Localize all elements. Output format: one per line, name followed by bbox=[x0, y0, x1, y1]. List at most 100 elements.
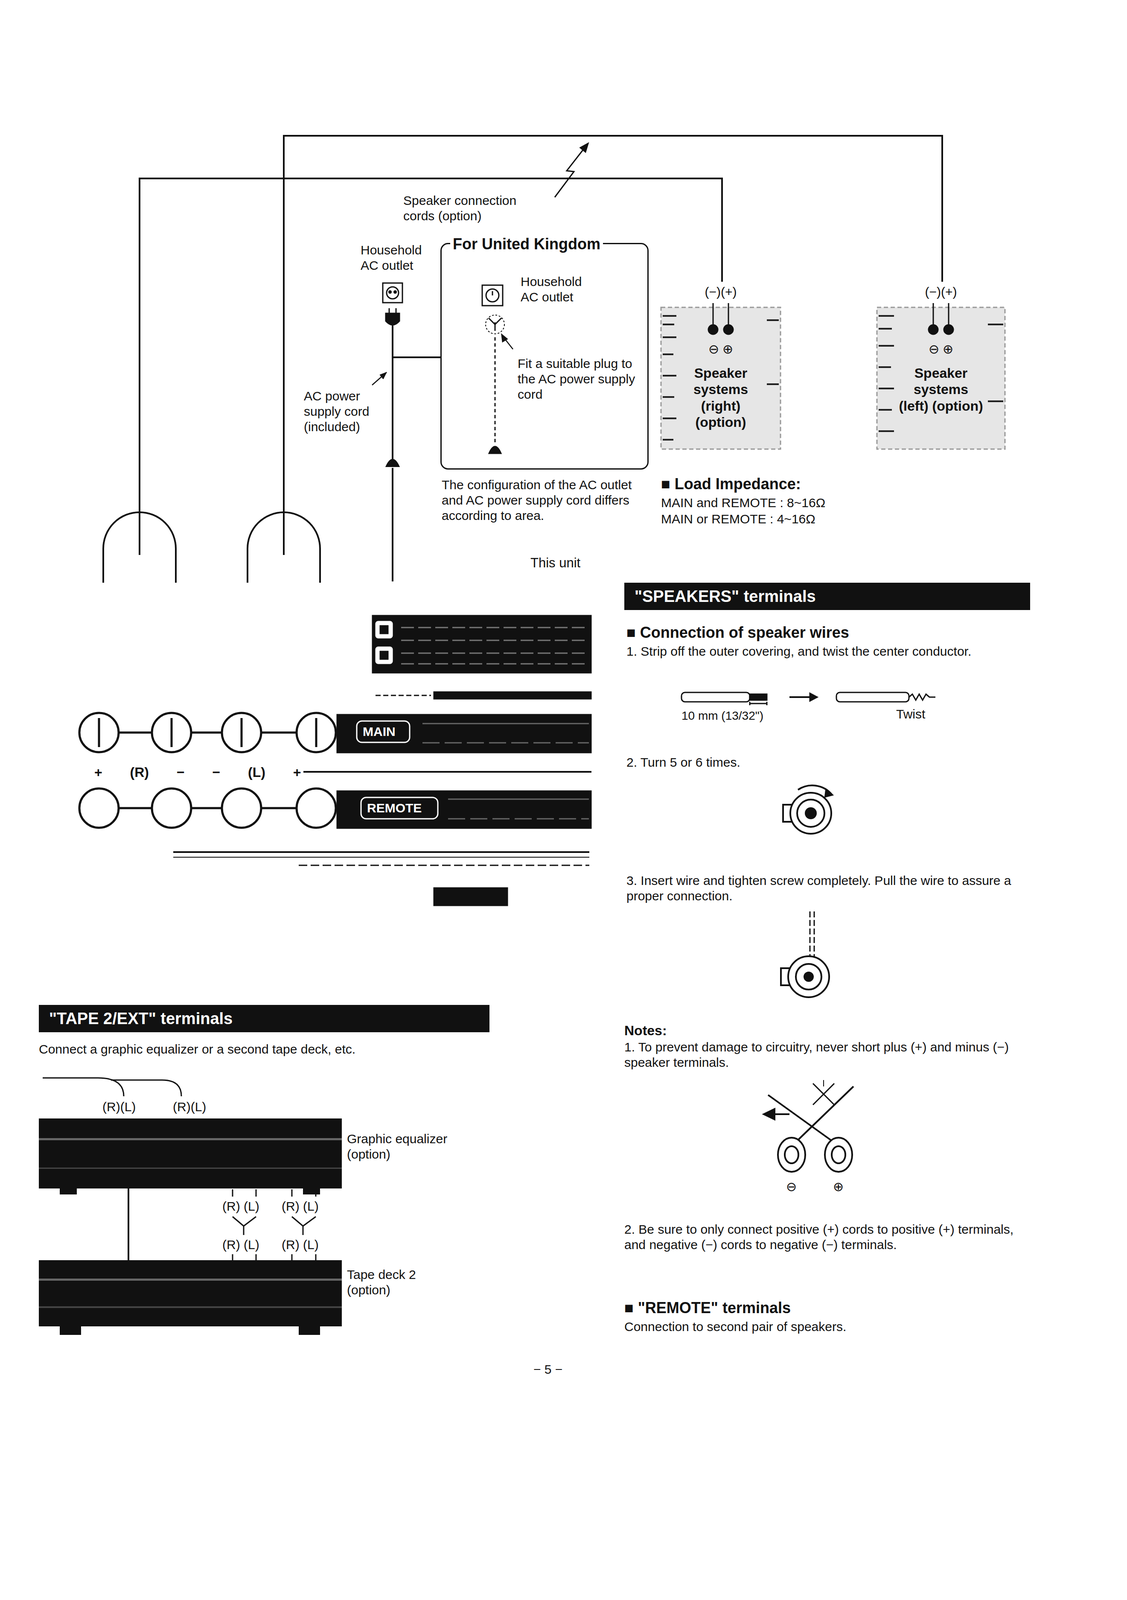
device-label: Tape deck 2 (option) bbox=[346, 1266, 463, 1298]
ac-outlet-symbol bbox=[382, 282, 403, 303]
wire-strip-figure bbox=[749, 693, 767, 700]
speaker-cabinet bbox=[723, 324, 734, 335]
speaker-cabinet bbox=[662, 323, 675, 326]
wire-strip-figure bbox=[766, 701, 768, 705]
speaker-cabinet bbox=[708, 324, 718, 335]
ac-power-cord bbox=[372, 325, 441, 582]
rear-panel bbox=[221, 788, 262, 828]
device-label: Graphic equalizer (option) bbox=[346, 1130, 463, 1162]
signal-cable bbox=[127, 1188, 130, 1260]
ac-power-cord bbox=[386, 459, 399, 466]
wire-strip-figure bbox=[749, 702, 767, 705]
unit-label: This unit bbox=[530, 554, 581, 571]
wire-strip-figure bbox=[681, 692, 750, 702]
terminal-figure bbox=[788, 955, 830, 997]
uk-outlet-symbol bbox=[486, 288, 499, 302]
rear-panel bbox=[151, 712, 192, 752]
short-circuit-warning-figure bbox=[831, 1145, 846, 1163]
ac-plug bbox=[388, 308, 391, 314]
rear-panel bbox=[375, 620, 393, 638]
body-text: Connection to second pair of speakers. bbox=[624, 1318, 847, 1334]
speaker-cabinet bbox=[928, 324, 938, 335]
short-circuit-warning-figure bbox=[823, 1079, 825, 1087]
rear-panel bbox=[173, 856, 590, 858]
figure-label: Twist bbox=[896, 706, 926, 722]
terminal-figure bbox=[825, 789, 833, 797]
channel-label: (R)(L) bbox=[172, 1098, 207, 1115]
signal-cable bbox=[232, 1216, 257, 1235]
channel-label: (R) (L) bbox=[222, 1198, 260, 1214]
rear-panel bbox=[375, 694, 431, 697]
terminal-figure bbox=[809, 911, 811, 961]
rear-panel bbox=[379, 625, 389, 634]
rear-panel bbox=[118, 731, 152, 734]
polarity-label: ⊖ ⊕ bbox=[661, 341, 781, 357]
speaker-cabinet bbox=[662, 396, 675, 398]
rear-panel bbox=[433, 691, 592, 699]
cord-callout-arrow bbox=[580, 143, 589, 152]
cord-callout-arrow bbox=[554, 143, 589, 198]
note-text: The configuration of the AC outlet and A… bbox=[441, 477, 651, 524]
speaker-cabinet bbox=[943, 324, 954, 335]
speaker-cabinet bbox=[728, 302, 730, 326]
section-title: "TAPE 2/EXT" terminals bbox=[49, 1008, 233, 1029]
speaker-cabinet bbox=[878, 387, 895, 390]
speaker-cabinet bbox=[876, 302, 1005, 449]
rear-panel bbox=[261, 731, 297, 734]
speaker-cabinet bbox=[932, 302, 935, 326]
uk-outlet-symbol bbox=[488, 317, 496, 325]
speaker-cabinet bbox=[662, 336, 677, 338]
signal-cable bbox=[232, 1188, 234, 1197]
ac-outlet-symbol bbox=[389, 291, 392, 294]
device-foot bbox=[302, 1188, 321, 1194]
rear-panel bbox=[422, 722, 589, 725]
short-circuit-warning-figure bbox=[824, 1137, 853, 1172]
speaker-cabinet bbox=[661, 307, 781, 449]
speaker-label: Speaker systems (right) (option) bbox=[678, 364, 764, 431]
ac-outlet-symbol bbox=[382, 282, 403, 303]
rear-panel bbox=[79, 788, 119, 828]
rear-panel bbox=[401, 663, 589, 665]
signal-cable bbox=[255, 1188, 257, 1197]
speaker-cabinet bbox=[878, 344, 895, 347]
speaker-system: (−)(+)⊖ ⊕Speaker systems (right) (option… bbox=[661, 281, 784, 453]
rear-panel bbox=[261, 806, 297, 810]
rear-panel bbox=[79, 614, 592, 906]
ac-plug bbox=[385, 313, 400, 325]
callout-label: AC power supply cord (included) bbox=[303, 388, 383, 435]
terminal-figure bbox=[813, 911, 816, 961]
rear-panel bbox=[372, 614, 592, 673]
rear-panel bbox=[379, 650, 389, 660]
amplifier-rear-panel: This unitMAIN+ (R) − − (L) +REMOTE bbox=[76, 554, 594, 909]
rear-panel bbox=[79, 712, 337, 828]
box-heading: For United Kingdom bbox=[450, 234, 603, 254]
body-text: Connect a graphic equalizer or a second … bbox=[38, 1041, 509, 1057]
cord-end-loop bbox=[103, 512, 321, 583]
speaker-cabinet bbox=[766, 383, 779, 385]
rear-panel bbox=[336, 790, 592, 829]
wire-strip-figure bbox=[681, 692, 936, 705]
spec-text: MAIN and REMOTE : 8~16Ω bbox=[661, 495, 826, 511]
section-header: "SPEAKERS" terminals bbox=[624, 582, 1031, 610]
terminal-figure bbox=[804, 972, 813, 981]
rear-panel bbox=[448, 798, 589, 800]
wire-strip-figure bbox=[836, 692, 909, 702]
rear-panel bbox=[173, 850, 590, 853]
channel-label: (R) (L) bbox=[281, 1236, 319, 1253]
signal-cable bbox=[291, 1216, 316, 1235]
speaker-cabinet bbox=[766, 319, 779, 321]
wire-strip-figure bbox=[908, 693, 936, 700]
instruction-text: Fit a suitable plug to the AC power supp… bbox=[517, 355, 644, 402]
rear-panel bbox=[375, 646, 393, 664]
signal-cable bbox=[291, 1253, 293, 1260]
rear-panel bbox=[336, 713, 592, 753]
signal-cable bbox=[110, 1079, 182, 1096]
rear-panel bbox=[401, 627, 589, 664]
short-circuit-warning-figure bbox=[793, 1086, 854, 1144]
step-text: 2. Turn 5 or 6 times. bbox=[626, 754, 741, 770]
polarity-label: + (R) − − (L) + bbox=[91, 763, 304, 781]
rear-panel bbox=[296, 712, 336, 752]
notes-heading: Notes: bbox=[624, 1022, 667, 1039]
rear-panel bbox=[433, 887, 508, 906]
rear-panel bbox=[151, 788, 192, 828]
